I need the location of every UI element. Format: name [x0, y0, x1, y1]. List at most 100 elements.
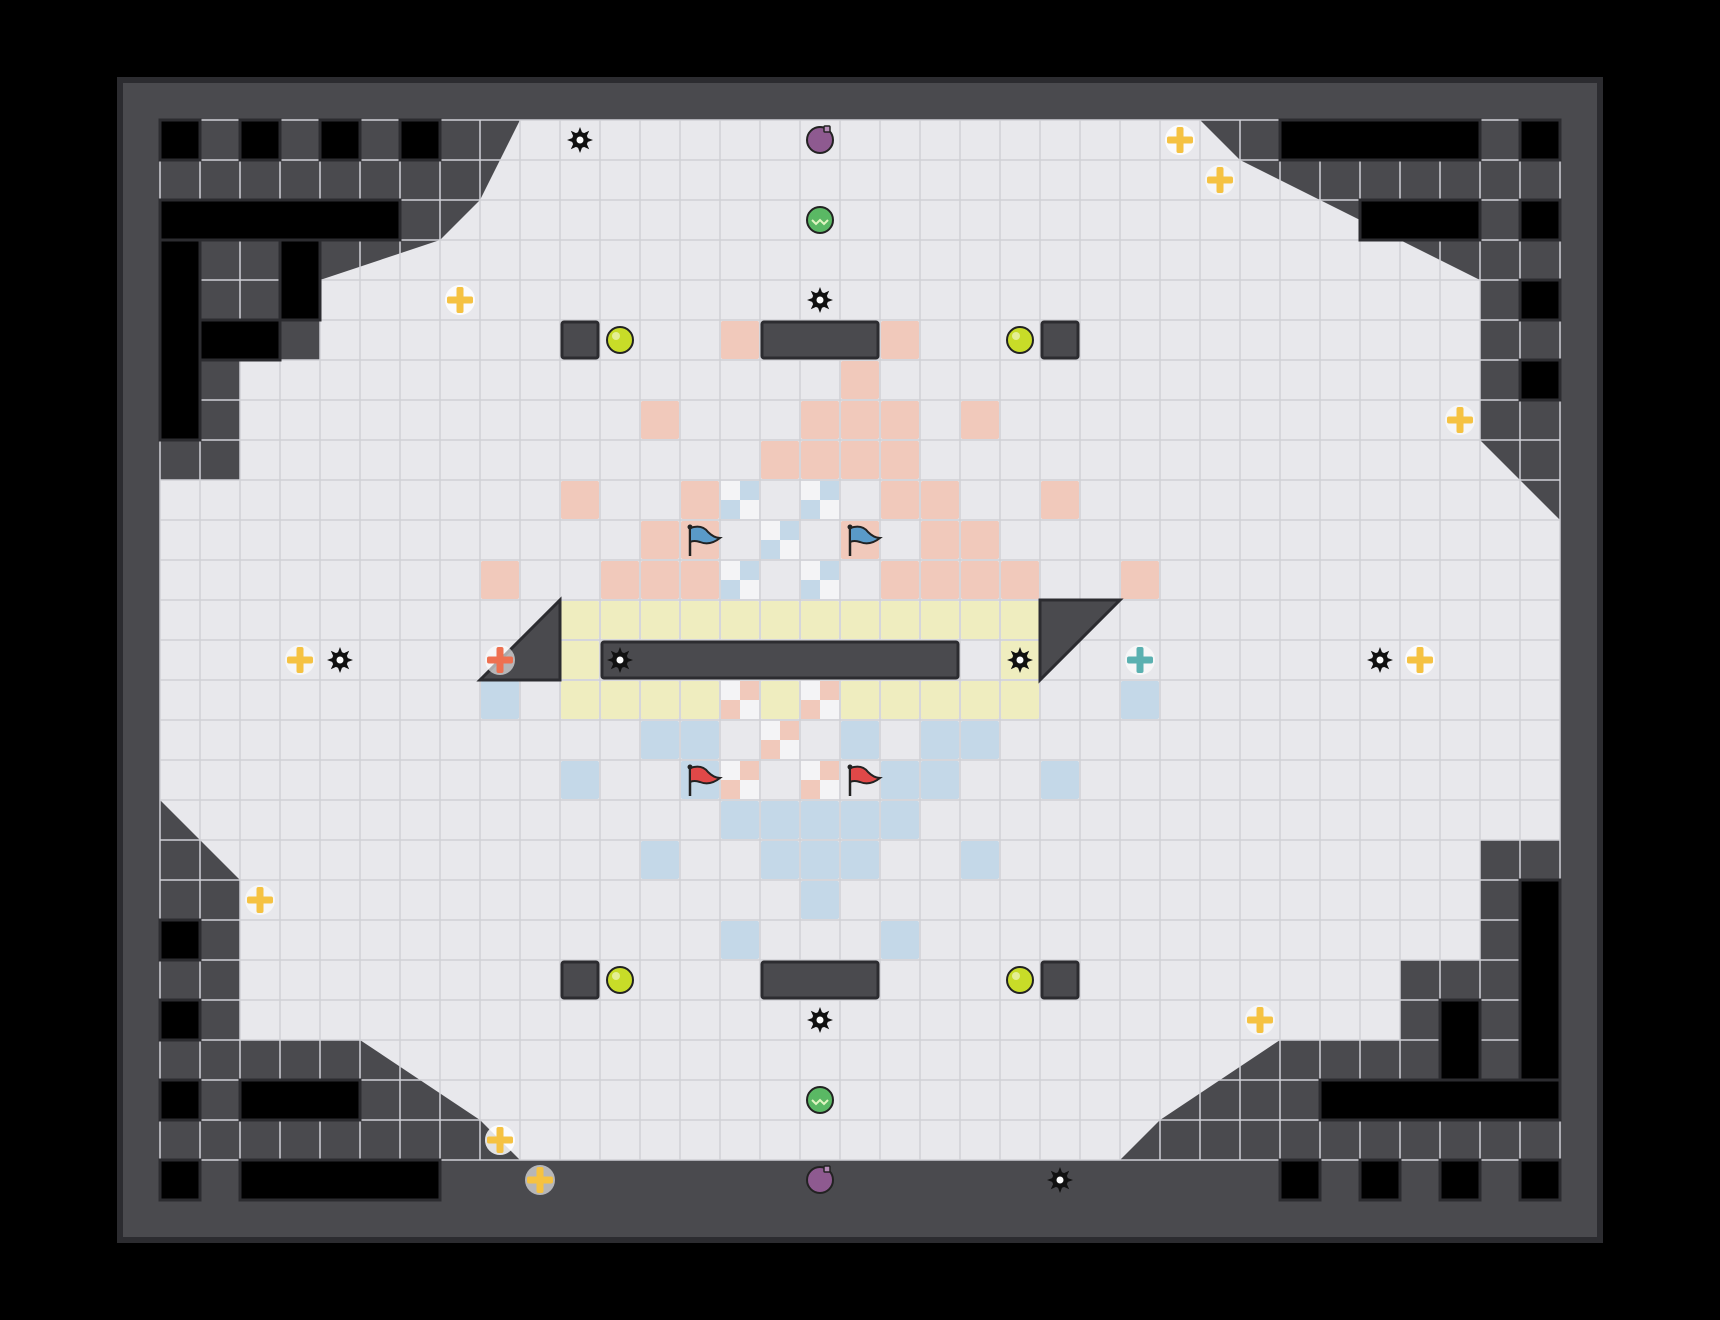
mine-spike: [1057, 1186, 1063, 1193]
mine-spike: [810, 290, 818, 298]
spike-mine-icon[interactable]: [1007, 647, 1033, 673]
blue-zone-tile: [921, 761, 959, 799]
blue-zone-tile: [681, 721, 719, 759]
mine-core: [616, 656, 624, 664]
pillar-block: [1040, 960, 1080, 1000]
lime-orb-icon[interactable]: [606, 326, 634, 354]
cross-bar-h: [1247, 1016, 1273, 1024]
red-zone-tile: [761, 441, 799, 479]
pillar-block: [560, 960, 600, 1000]
spike-mine-icon[interactable]: [1047, 1167, 1073, 1193]
checker-cell: [740, 561, 759, 580]
flag-icon[interactable]: [687, 764, 723, 797]
red-zone-tile: [881, 321, 919, 359]
spike-mine-icon[interactable]: [327, 647, 353, 673]
neutral-zone-tile: [601, 681, 639, 719]
red-zone-tile: [681, 481, 719, 519]
blue-zone-tile: [841, 841, 879, 879]
blue-zone-tile: [881, 801, 919, 839]
wall-pit: [1278, 1158, 1322, 1202]
wall-pit: [1318, 1078, 1562, 1122]
checker-cell: [721, 500, 740, 519]
neutral-zone-tile: [641, 681, 679, 719]
cross-pickup-icon[interactable]: [1205, 165, 1235, 195]
mine-spike: [567, 137, 574, 143]
wall-pit: [158, 1158, 202, 1202]
lime-orb-icon[interactable]: [1006, 326, 1034, 354]
mine-spike: [810, 1022, 818, 1030]
checker-cell: [740, 761, 759, 780]
cross-pickup-icon[interactable]: [445, 285, 475, 315]
cross-pickup-icon[interactable]: [245, 885, 275, 915]
neutral-zone-tile: [681, 601, 719, 639]
potion-icon[interactable]: [806, 1165, 834, 1194]
cross-pickup-icon[interactable]: [285, 645, 315, 675]
flag-finial: [847, 764, 853, 770]
cross-pickup-icon[interactable]: [485, 1125, 515, 1155]
spike-mine-icon[interactable]: [1367, 647, 1393, 673]
orb-body: [1006, 326, 1034, 354]
lime-orb-icon[interactable]: [606, 966, 634, 994]
red-zone-tile: [1001, 561, 1039, 599]
cross-pickup-icon[interactable]: [1245, 1005, 1275, 1035]
potion-cork: [823, 125, 831, 133]
cross-pickup-icon[interactable]: [1445, 405, 1475, 435]
mine-core: [336, 656, 344, 664]
wall-pit: [238, 1158, 442, 1202]
flag-icon[interactable]: [847, 764, 883, 797]
blue-zone-tile: [561, 761, 599, 799]
cross-pickup-icon[interactable]: [485, 645, 515, 675]
flag-icon[interactable]: [847, 524, 883, 557]
wall-pit: [158, 198, 402, 242]
cross-pickup-icon[interactable]: [1405, 645, 1435, 675]
pillar-block: [560, 320, 600, 360]
spike-mine-icon[interactable]: [567, 127, 593, 153]
potion-icon[interactable]: [806, 125, 834, 154]
bottom-wall: [760, 960, 880, 1000]
neutral-zone-tile: [921, 681, 959, 719]
neutral-zone-tile: [921, 601, 959, 639]
flag-icon[interactable]: [687, 524, 723, 557]
wall-pit: [1278, 118, 1482, 162]
red-zone-tile: [881, 481, 919, 519]
spike-mine-icon[interactable]: [607, 647, 633, 673]
red-zone-tile: [961, 401, 999, 439]
spike-mine-icon[interactable]: [807, 287, 833, 313]
cross-pickup-icon[interactable]: [1125, 645, 1155, 675]
orb-shine: [612, 332, 620, 340]
blue-base-checker: [721, 561, 759, 599]
mine-spike: [327, 657, 334, 663]
shield-orb-icon[interactable]: [806, 1086, 834, 1114]
mine-spike: [622, 662, 630, 670]
mine-spike: [1377, 647, 1383, 654]
red-base-checker: [721, 681, 759, 719]
potion-body: [806, 126, 834, 154]
mine-spike: [1010, 650, 1018, 658]
shield-orb-icon[interactable]: [806, 206, 834, 234]
red-zone-tile: [641, 401, 679, 439]
wall-pit: [1518, 358, 1562, 402]
orb-body: [606, 966, 634, 994]
checker-cell: [721, 700, 740, 719]
red-zone-tile: [681, 561, 719, 599]
wall-pit: [1438, 998, 1482, 1082]
lime-orb-icon[interactable]: [1006, 966, 1034, 994]
mine-spike: [586, 137, 593, 143]
mine-spike: [1050, 1170, 1058, 1178]
cross-pickup-icon[interactable]: [1165, 125, 1195, 155]
blue-zone-tile: [1121, 681, 1159, 719]
mine-spike: [1050, 1182, 1058, 1190]
wall-pit: [238, 1078, 362, 1122]
blue-zone-tile: [801, 881, 839, 919]
cross-pickup-icon[interactable]: [525, 1165, 555, 1195]
checker-cell: [820, 761, 839, 780]
spike-mine-icon[interactable]: [807, 1007, 833, 1033]
mine-spike: [1022, 662, 1030, 670]
neutral-zone-tile: [841, 681, 879, 719]
checker-cell: [801, 780, 820, 799]
blue-zone-tile: [841, 721, 879, 759]
mine-spike: [582, 142, 590, 150]
blue-zone-tile: [761, 841, 799, 879]
cross-bar-h: [1127, 656, 1153, 664]
